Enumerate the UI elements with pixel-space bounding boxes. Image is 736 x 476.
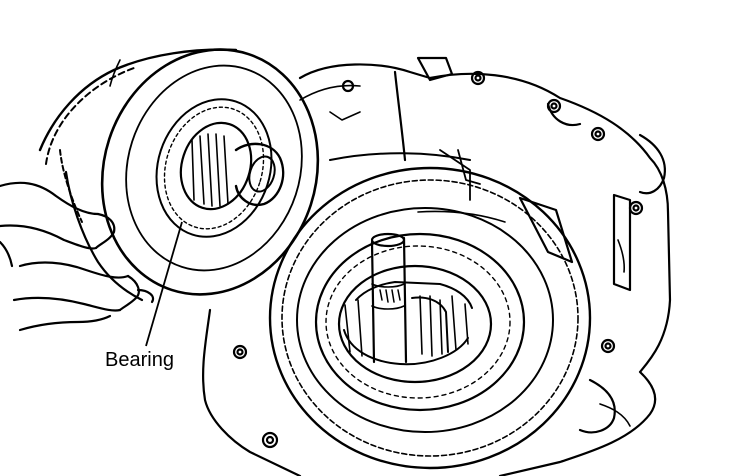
hand <box>0 181 155 332</box>
transmission-case <box>202 56 672 476</box>
clutch-drum <box>268 149 592 470</box>
bearing-label: Bearing <box>103 349 176 371</box>
drum-assembly <box>38 48 320 302</box>
bearing-leader-line <box>145 221 183 347</box>
input-shaft <box>370 232 449 364</box>
